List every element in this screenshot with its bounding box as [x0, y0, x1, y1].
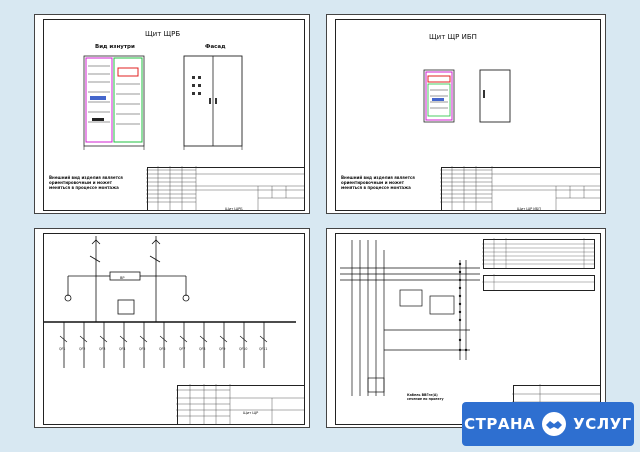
sheet-3-title-block-grid: [176, 384, 304, 424]
ups-cabinet-inside: [423, 69, 455, 123]
sheet-1-title-block-grid: [146, 166, 304, 210]
breaker-label: QF4: [119, 347, 126, 351]
watermark-right-text: УСЛУГ: [573, 415, 632, 433]
breaker-label: QF3: [99, 347, 106, 351]
ups-cabinet-facade: [479, 69, 511, 123]
feeder-breakers: [59, 335, 268, 343]
drawing-sheet-1: Щит ЩРБ Вид изнутри Фасад Внешний вид из…: [34, 14, 310, 214]
breaker-label: QF2: [79, 347, 86, 351]
breaker-label: QF6: [159, 347, 166, 351]
sheet-4-spec-grid: [482, 238, 594, 290]
view-inside-label: Вид изнутри: [95, 44, 135, 50]
sheet-4-spec-table: [483, 239, 595, 269]
inside-modules: [88, 65, 140, 125]
sheet-1-stamp-text: Щит ЩРБ: [225, 207, 243, 211]
sheet-4-legend-table: [483, 275, 595, 291]
strana-uslug-watermark: СТРАНА УСЛУГ: [462, 402, 634, 446]
sheet-2-title-block-grid: [440, 166, 600, 210]
facade-label: Фасад: [205, 44, 226, 50]
sheet-2-title: Щит ЩР ИБП: [429, 33, 477, 41]
sheet-3-frame: [43, 233, 305, 425]
sheet-2-stamp-text: Щит ЩР ИБП: [517, 207, 541, 211]
breaker-label: QF1: [59, 347, 66, 351]
inside-red-module: [117, 67, 139, 77]
breaker-label: QF5: [139, 347, 146, 351]
drawing-sheet-2: Щит ЩР ИБП Внешний вид изделия является …: [326, 14, 606, 214]
inside-left-section: [85, 57, 113, 143]
sheet-1-note: Внешний вид изделия является ориентирово…: [49, 175, 123, 190]
sheet-1-title: Щит ЩРБ: [145, 30, 181, 38]
watermark-left-text: СТРАНА: [464, 415, 536, 433]
sheet-3-title-block: [177, 385, 305, 425]
breaker-label: QF9: [219, 347, 226, 351]
terminal-dots: [458, 262, 468, 352]
facade-indicators: [192, 76, 217, 104]
cabinet-inside-view: [83, 55, 145, 147]
sheet-4-note: Кабель ВВГнг(А) сечение по проекту: [407, 393, 444, 401]
breaker-label: QF7: [179, 347, 186, 351]
wiring-diagram: [340, 240, 480, 396]
sheet-3-center-label: ВР: [120, 276, 125, 280]
handshake-icon: [542, 412, 567, 436]
single-line-diagram: [44, 236, 296, 368]
sheet-3-stamp-text: Щит ЩР: [243, 411, 259, 415]
sheet-2-note: Внешний вид изделия является ориентирово…: [341, 175, 415, 190]
breaker-label: QF8: [199, 347, 206, 351]
sheet-2-title-block: [441, 167, 601, 211]
breaker-label: QF10: [239, 347, 248, 351]
ats-block: [109, 271, 141, 281]
sheet-1-title-block: [147, 167, 305, 211]
inside-right-section: [113, 57, 143, 143]
breaker-label: QF11: [259, 347, 268, 351]
